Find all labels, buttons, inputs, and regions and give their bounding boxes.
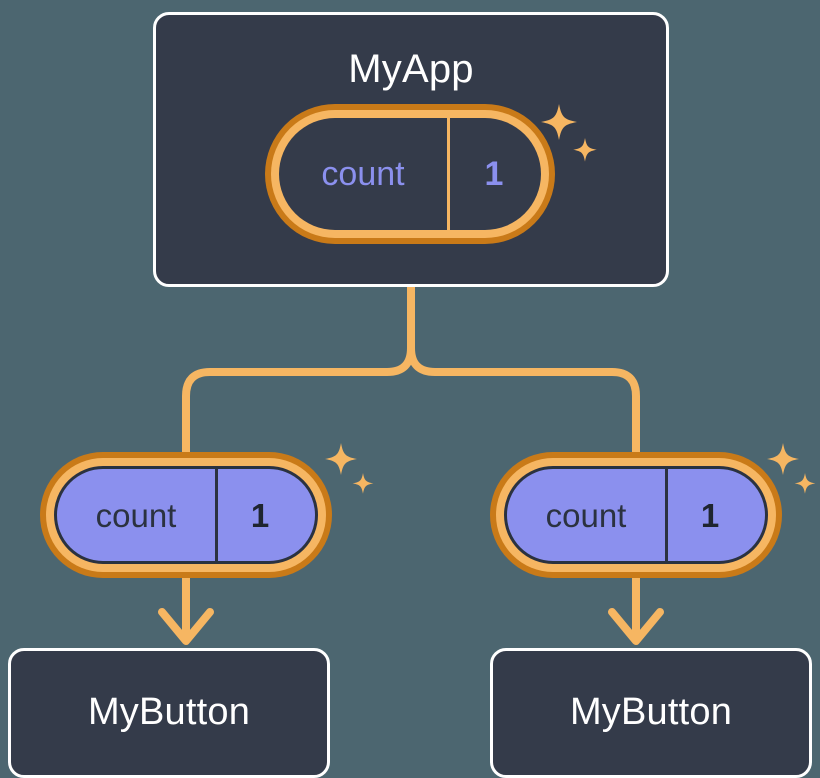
signal-value: 1: [700, 496, 720, 534]
signal-pill-body: count 1: [504, 466, 768, 564]
component-card-mybutton-left[interactable]: MyButton: [8, 648, 330, 778]
arrow-down-icon-left: [158, 578, 214, 645]
signal-name: count: [545, 496, 627, 534]
signal-pill-child-right[interactable]: count 1: [490, 452, 782, 578]
arrow-down-icon-right: [608, 578, 664, 645]
signal-pill-body: count 1: [279, 118, 541, 230]
signal-pill-ring: count 1: [496, 458, 776, 572]
component-label: MyButton: [569, 691, 733, 733]
sparkle-large-icon: [767, 443, 799, 475]
signal-pill-body: count 1: [54, 466, 318, 564]
signal-divider: [665, 469, 668, 561]
wire-to-right-child: [407, 283, 640, 474]
signal-name: count: [95, 496, 177, 534]
signal-pill-root[interactable]: count 1: [265, 104, 555, 244]
wire-to-left-child: [182, 283, 415, 474]
signal-pill-child-left[interactable]: count 1: [40, 452, 332, 578]
signal-value: 1: [250, 496, 270, 534]
sparkle-small-icon: [794, 473, 816, 494]
component-card-mybutton-right[interactable]: MyButton: [490, 648, 812, 778]
signal-divider: [215, 469, 218, 561]
component-label: MyButton: [87, 691, 251, 733]
signal-pill-ring: count 1: [271, 110, 549, 238]
signal-value: 1: [484, 155, 504, 193]
signal-divider: [447, 118, 450, 230]
signal-name: count: [321, 155, 405, 193]
sparkle-small-icon: [352, 473, 374, 494]
signal-pill-ring: count 1: [46, 458, 326, 572]
sparkle-large-icon: [325, 443, 357, 475]
page-title: MyApp: [348, 47, 474, 91]
